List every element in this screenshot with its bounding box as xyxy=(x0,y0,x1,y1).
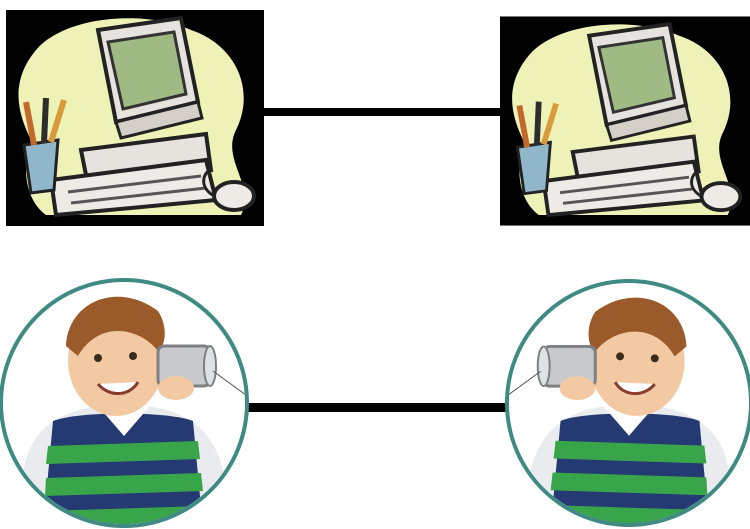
child-with-tin-can-phone-icon xyxy=(0,276,250,529)
desktop-computer-icon xyxy=(6,10,264,226)
connector-line-computers xyxy=(262,108,504,116)
child-with-tin-can-phone-icon xyxy=(504,276,750,529)
connector-line-children xyxy=(246,403,508,412)
desktop-computer-icon xyxy=(500,14,750,228)
